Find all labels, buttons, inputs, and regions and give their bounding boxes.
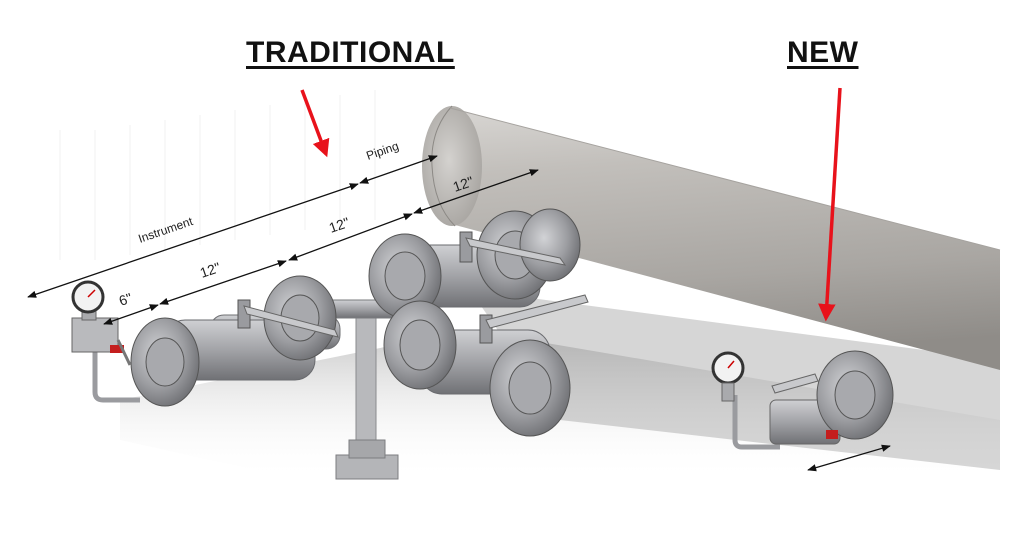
twelve-b-dimension-line (288, 213, 413, 261)
background-hatch (59, 90, 376, 260)
twelve-b-label: 12" (327, 214, 352, 236)
new-valve-assembly (711, 350, 894, 450)
six-inch-dimension-line (103, 304, 159, 325)
piping-label: Piping (364, 139, 400, 163)
instrument-dimension-line (27, 183, 359, 298)
new-heading: NEW (787, 36, 859, 69)
traditional-valve-instrument (130, 275, 339, 407)
new-red-arrow (818, 87, 842, 322)
six-inch-label: 6" (117, 290, 134, 309)
pipe-support (335, 317, 399, 480)
piping-dimension-line (359, 155, 438, 184)
dimension-lines (27, 155, 539, 325)
twelve-c-label: 12" (451, 173, 476, 195)
twelve-a-dimension-line (159, 260, 287, 305)
traditional-heading: TRADITIONAL (246, 36, 455, 69)
traditional-red-arrow (300, 89, 330, 158)
twelve-c-dimension-line (413, 169, 539, 214)
traditional-valve-lower (383, 294, 589, 437)
new-dimension-arrow (807, 444, 891, 472)
traditional-gauge-assembly (71, 280, 140, 403)
twelve-a-label: 12" (198, 259, 223, 281)
instrument-label: Instrument (136, 214, 195, 246)
